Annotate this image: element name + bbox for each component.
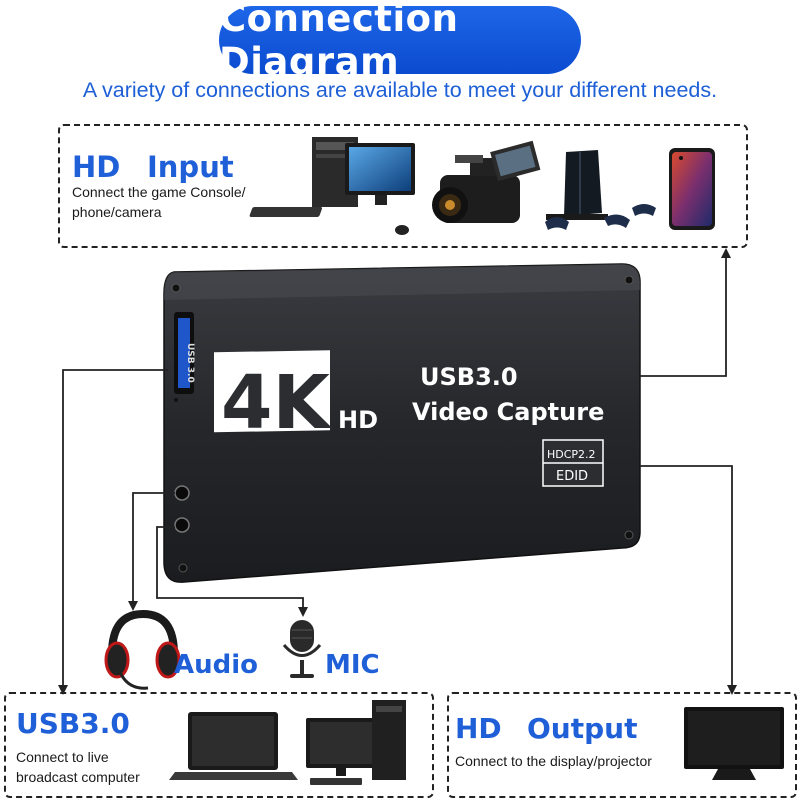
input-hd-label: HD [72,150,121,184]
usb-description-line2: broadcast computer [16,769,140,785]
game-console-icon [545,150,656,230]
audio-connector [128,492,175,611]
device-edid-label: EDID [556,469,588,484]
device-hd-label: HD [338,406,378,434]
input-heading: Input [147,150,234,184]
output-connector [640,465,737,695]
title-banner: Connection Diagram [219,0,581,83]
camcorder-icon [432,140,541,223]
audio-label: Audio [174,650,258,680]
usb-heading: USB3.0 [16,707,130,740]
input-description-line2: phone/camera [72,204,162,220]
output-description: Connect to the display/projector [455,753,652,769]
microphone-icon [282,620,322,678]
capture-device [163,263,641,583]
page-subtitle: A variety of connections are available t… [82,78,718,102]
device-usb-label: USB3.0 [420,363,518,391]
device-4k-label: 4K [221,360,332,446]
usb-description-line1: Connect to live [16,749,109,765]
mic-connector [156,526,308,617]
mic-label: MIC [325,650,380,680]
page-title: Connection Diagram [219,0,459,83]
device-product-label: Video Capture [412,398,604,426]
input-description-line1: Connect the game Console/ [72,184,246,200]
laptop-icon [169,712,298,780]
input-connector [640,248,731,377]
desktop-pc-icon [249,137,415,235]
output-hd-label: HD [455,712,502,745]
headset-icon [104,609,181,690]
connector-lines [58,248,737,695]
device-hdcp-label: HDCP2.2 [547,448,596,461]
output-heading: Output [527,712,638,745]
smartphone-icon [669,148,715,230]
desktop-computer-icon [306,700,406,785]
monitor-icon [684,707,784,780]
device-port-label: USB 3.0 [185,343,195,383]
usb-connector [58,369,168,695]
